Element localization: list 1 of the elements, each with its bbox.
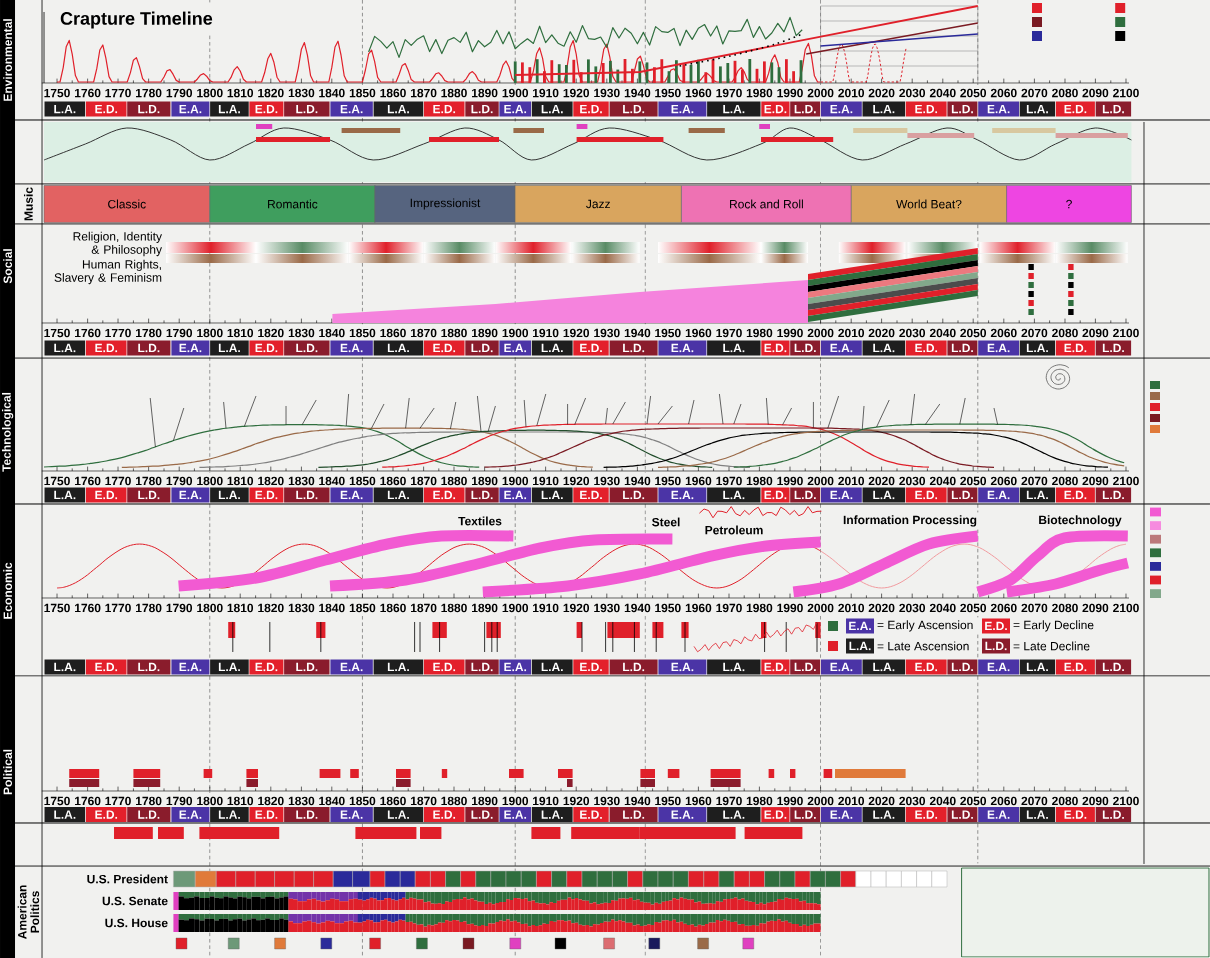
title: Crapture Timeline (60, 11, 213, 29)
